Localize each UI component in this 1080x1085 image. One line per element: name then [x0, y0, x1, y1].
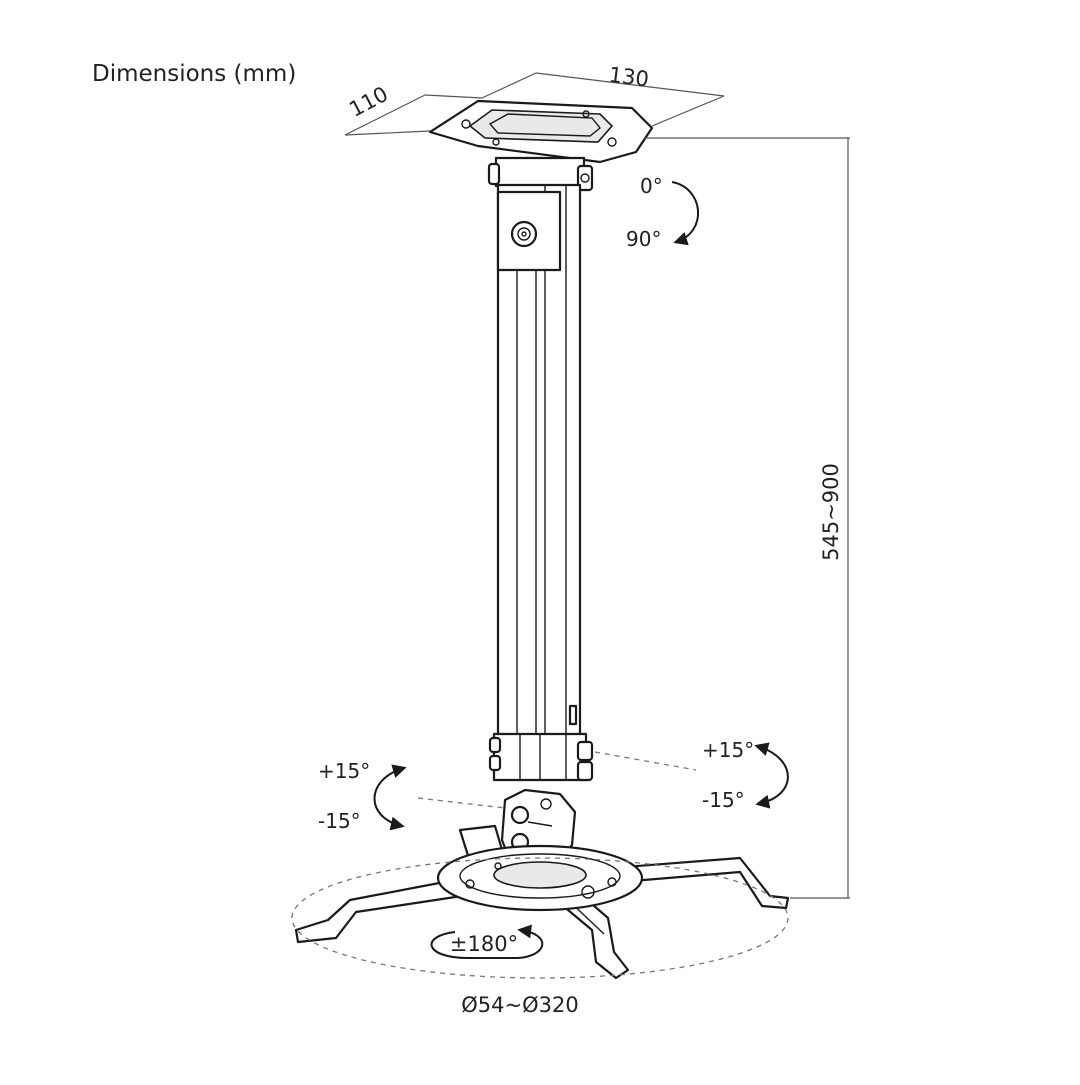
pole-locking-plate [496, 190, 562, 272]
lower-clamp [488, 732, 594, 782]
diagram-title: Dimensions (mm) [92, 61, 296, 87]
diameter-range-ellipse [291, 857, 789, 979]
right-tilt-up-label: +15° [702, 738, 754, 762]
ceiling-plate [428, 99, 654, 164]
plate-width-label: 130 [607, 63, 650, 92]
diameter-range-label: Ø54~Ø320 [461, 993, 578, 1017]
base-rotation-label: ±180° [450, 932, 518, 956]
right-tilt-dashed-leader [594, 751, 697, 771]
rotation-hub [436, 844, 644, 912]
left-tilt-down-label: -15° [318, 809, 361, 833]
right-tilt-arrow-icon [754, 742, 789, 809]
right-tilt-down-label: -15° [702, 788, 745, 812]
left-tilt-arrow-icon [373, 764, 407, 831]
left-tilt-up-label: +15° [318, 759, 370, 783]
top-rotation-start-label: 0° [640, 174, 663, 198]
plate-dimension-guides [344, 72, 725, 136]
telescopic-pole [496, 183, 582, 742]
height-range-label: 545~900 [819, 463, 843, 561]
top-rotation-end-label: 90° [626, 227, 661, 251]
plate-depth-label: 110 [345, 82, 392, 122]
height-dimension-guides [645, 137, 850, 899]
upper-bracket [487, 156, 594, 192]
top-rotation-arrow-icon [671, 181, 700, 246]
left-tilt-dashed-leader [417, 797, 506, 809]
base-rotation-arrow-icon [430, 924, 544, 959]
